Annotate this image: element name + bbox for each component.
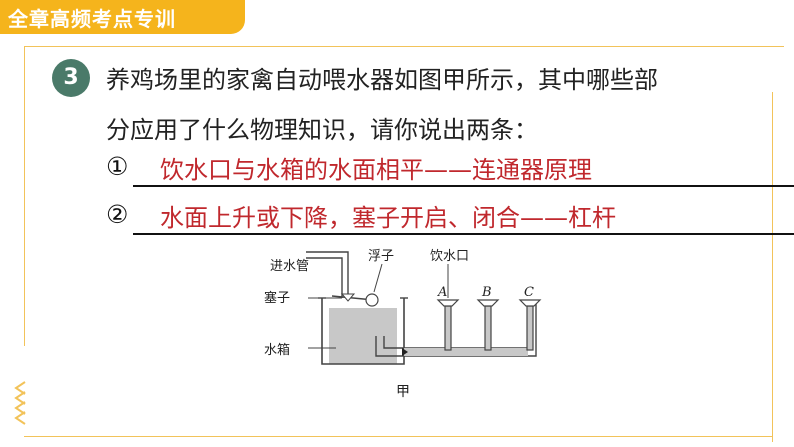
answer-text-2: 水面上升或下降，塞子开启、闭合——杠杆 xyxy=(160,204,616,232)
float-ball xyxy=(365,293,379,307)
header-tab: 全章高频考点专训 xyxy=(0,0,245,34)
frame-line-right xyxy=(772,92,773,442)
label-tank: 水箱 xyxy=(264,342,290,358)
plug xyxy=(340,293,356,302)
outlet-water xyxy=(404,348,528,356)
answer-mark-1: ① xyxy=(106,152,129,181)
answer-mark-2: ② xyxy=(106,200,129,229)
answer-blank-1 xyxy=(133,185,794,187)
frame-line-left xyxy=(24,46,25,346)
riser-a xyxy=(436,299,460,351)
answer-text-1: 饮水口与水箱的水面相平——连通器原理 xyxy=(160,156,592,184)
question-number-badge: 3 xyxy=(52,59,90,97)
label-a: A xyxy=(437,285,447,300)
inlet-pipe-inner xyxy=(306,257,343,298)
outlet-pipe-inner xyxy=(383,304,529,349)
inlet-pipe xyxy=(306,251,349,298)
figure-caption: 甲 xyxy=(396,384,410,400)
label-inlet-pipe: 进水管 xyxy=(270,259,309,274)
answer-blank-2 xyxy=(133,233,794,235)
question-text-line-2: 分应用了什么物理知识，请你说出两条： xyxy=(106,116,538,144)
question-text-line-1: 养鸡场里的家禽自动喂水器如图甲所示，其中哪些部 xyxy=(106,66,658,94)
label-float: 浮子 xyxy=(368,249,394,264)
label-b: B xyxy=(481,285,492,300)
header-title: 全章高频考点专训 xyxy=(8,7,176,31)
water-feeder-diagram: 进水管 浮子 饮水口 塞子 水箱 A B C xyxy=(264,249,542,365)
tank-outline xyxy=(321,298,405,365)
answer-row-1: ① 饮水口与水箱的水面相平——连通器原理 。 xyxy=(106,150,794,190)
riser-b xyxy=(476,299,500,351)
riser-c xyxy=(518,299,542,351)
label-drinking-outlet: 饮水口 xyxy=(430,249,469,264)
label-c: C xyxy=(524,285,534,300)
answer-row-2: ② 水面上升或下降，塞子开启、闭合——杠杆 。 xyxy=(106,198,794,238)
leader-float xyxy=(373,263,383,293)
chevron-decoration-icon xyxy=(14,381,26,425)
flow-arrow xyxy=(402,348,408,356)
label-plug: 塞子 xyxy=(264,290,290,306)
tank-water xyxy=(329,308,397,364)
frame-line-top xyxy=(24,46,784,47)
frame-line-bottom xyxy=(24,436,772,437)
